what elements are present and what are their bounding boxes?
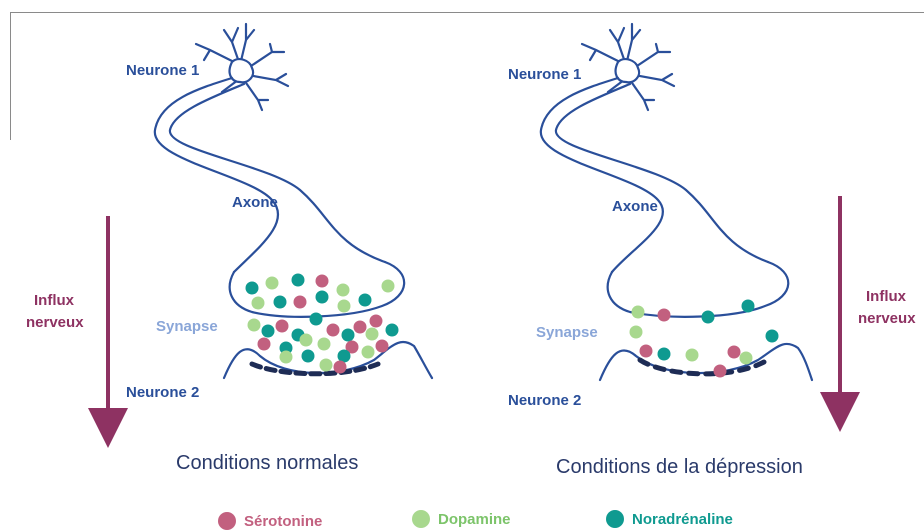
dopamine-dot bbox=[300, 334, 313, 347]
noradrenaline-dot bbox=[246, 282, 259, 295]
dopamine-dot bbox=[266, 277, 279, 290]
legend-noradrenaline: Noradrénaline bbox=[606, 510, 733, 528]
serotonine-dot bbox=[334, 361, 347, 374]
left-neurone2-label: Neurone 2 bbox=[126, 384, 199, 401]
dopamine-dot bbox=[740, 352, 753, 365]
legend-dopamine: Dopamine bbox=[412, 510, 511, 528]
left-neurone1-label: Neurone 1 bbox=[126, 62, 199, 79]
noradrenaline-dot bbox=[310, 313, 323, 326]
dopamine-dot bbox=[338, 300, 351, 313]
serotonine-dot bbox=[728, 346, 741, 359]
legend-dopamine-label: Dopamine bbox=[438, 511, 511, 528]
noradrenaline-dot bbox=[342, 329, 355, 342]
left-axon-terminal bbox=[155, 78, 404, 317]
noradrenaline-dot bbox=[658, 348, 671, 361]
left-neuron-1 bbox=[196, 24, 288, 110]
right-neuron-2 bbox=[600, 344, 812, 380]
serotonine-dot-icon bbox=[218, 512, 236, 530]
serotonine-dot bbox=[276, 320, 289, 333]
right-influx-line2: nerveux bbox=[858, 308, 916, 330]
serotonine-dot bbox=[376, 340, 389, 353]
dopamine-dot bbox=[382, 280, 395, 293]
serotonine-dot bbox=[640, 345, 653, 358]
dopamine-dot bbox=[366, 328, 379, 341]
noradrenaline-dot bbox=[316, 291, 329, 304]
serotonine-dot bbox=[327, 324, 340, 337]
serotonine-dot bbox=[258, 338, 271, 351]
serotonine-dot bbox=[658, 309, 671, 322]
left-axone-label: Axone bbox=[232, 194, 278, 211]
right-caption: Conditions de la dépression bbox=[556, 456, 803, 479]
serotonine-dot bbox=[370, 315, 383, 328]
right-axone-label: Axone bbox=[612, 198, 658, 215]
noradrenaline-dot bbox=[386, 324, 399, 337]
dopamine-dot bbox=[280, 351, 293, 364]
left-caption: Conditions normales bbox=[176, 452, 358, 475]
right-influx-line1: Influx bbox=[866, 286, 916, 308]
legend-serotonine: Sérotonine bbox=[218, 512, 322, 530]
left-influx-label: Influx nerveux bbox=[34, 290, 84, 334]
right-neuron-1 bbox=[582, 24, 674, 110]
noradrenaline-dot bbox=[274, 296, 287, 309]
noradrenaline-dot bbox=[292, 274, 305, 287]
dopamine-dot bbox=[252, 297, 265, 310]
left-synapse-label: Synapse bbox=[156, 318, 218, 335]
dopamine-dot bbox=[362, 346, 375, 359]
serotonine-dot bbox=[714, 365, 727, 378]
legend-serotonine-label: Sérotonine bbox=[244, 513, 322, 530]
legend-noradrenaline-label: Noradrénaline bbox=[632, 511, 733, 528]
right-neurone2-label: Neurone 2 bbox=[508, 392, 581, 409]
noradrenaline-dot bbox=[262, 325, 275, 338]
serotonine-dot bbox=[294, 296, 307, 309]
noradrenaline-dot bbox=[702, 311, 715, 324]
right-neurone1-label: Neurone 1 bbox=[508, 66, 581, 83]
dopamine-dot bbox=[320, 359, 333, 372]
dopamine-dot bbox=[337, 284, 350, 297]
dopamine-dot bbox=[630, 326, 643, 339]
noradrenaline-dot bbox=[302, 350, 315, 363]
noradrenaline-dot bbox=[766, 330, 779, 343]
left-influx-line1: Influx bbox=[34, 290, 84, 312]
dopamine-dot-icon bbox=[412, 510, 430, 528]
dopamine-dot bbox=[248, 319, 261, 332]
right-influx-label: Influx nerveux bbox=[862, 286, 916, 330]
serotonine-dot bbox=[354, 321, 367, 334]
noradrenaline-dot bbox=[742, 300, 755, 313]
noradrenaline-dot bbox=[359, 294, 372, 307]
dopamine-dot bbox=[318, 338, 331, 351]
serotonine-dot bbox=[316, 275, 329, 288]
left-influx-line2: nerveux bbox=[26, 312, 84, 334]
dopamine-dot bbox=[632, 306, 645, 319]
right-synapse-label: Synapse bbox=[536, 324, 598, 341]
dopamine-dot bbox=[686, 349, 699, 362]
noradrenaline-dot-icon bbox=[606, 510, 624, 528]
right-axon-terminal bbox=[541, 78, 788, 317]
